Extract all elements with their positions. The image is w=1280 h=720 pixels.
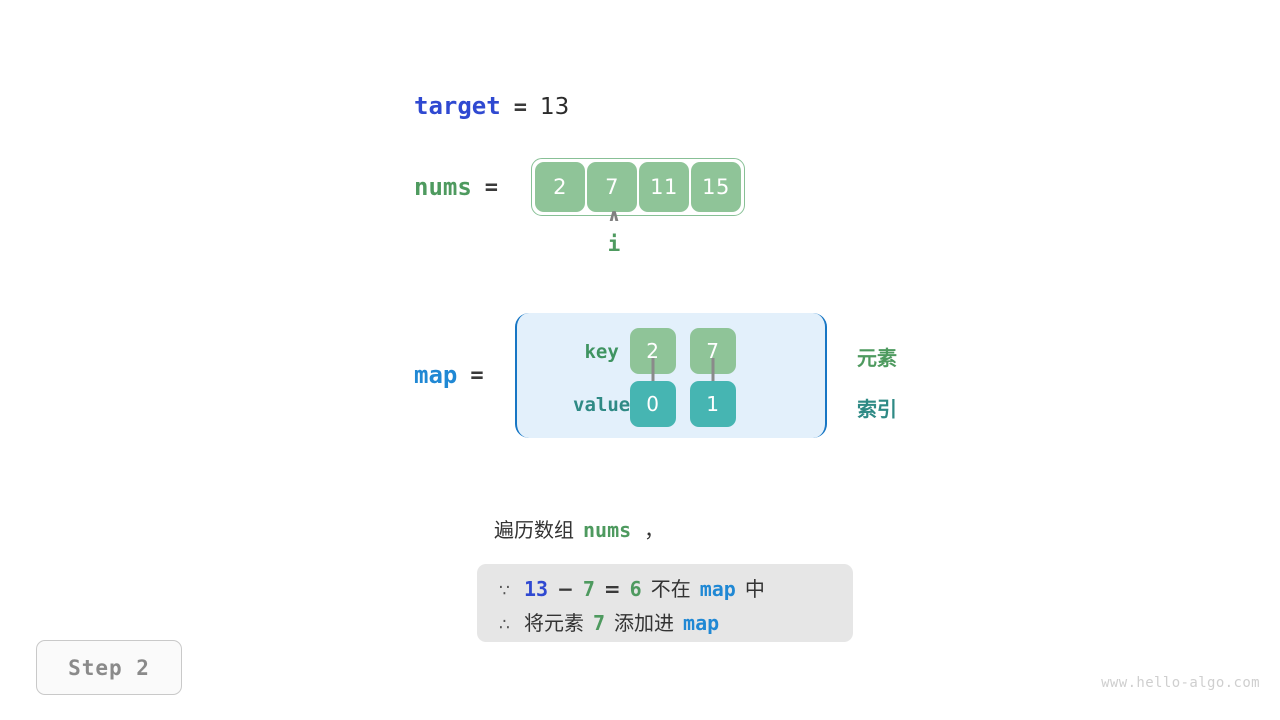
reasoning-line-therefore: ∴ 将元素 7 添加进 map [499, 607, 831, 641]
reasoning-line-because: ∵ 13 − 7 = 6 不在 map 中 [499, 573, 831, 607]
reason-equals-sign: = [603, 577, 621, 601]
array-cell: 2 [535, 162, 586, 212]
reason-text-add-into: 添加进 [614, 611, 675, 635]
map-container: key value 2 0 7 1 [514, 313, 827, 438]
map-value-cell: 0 [629, 381, 676, 427]
nums-equals-sign: = [484, 174, 499, 200]
map-row: map = key value 2 0 7 1 [414, 313, 827, 438]
because-symbol: ∵ [499, 581, 510, 601]
array-cell: 15 [691, 162, 742, 212]
watermark: www.hello-algo.com [1101, 675, 1260, 691]
target-equals-sign: = [513, 95, 527, 120]
step-badge: Step 2 [36, 640, 182, 695]
array-cell: 7 [587, 162, 638, 212]
reason-code-map: map [683, 611, 720, 635]
target-value: 13 [539, 94, 570, 120]
reason-minus-sign: − [557, 577, 574, 601]
pointer-caret-icon: ∧ [607, 206, 621, 226]
reason-code-map: map [699, 577, 736, 601]
side-label-index: 索引 [857, 397, 897, 421]
map-equals-sign: = [470, 363, 484, 388]
reason-element-value: 7 [593, 611, 606, 635]
reason-text-add-element: 将元素 [524, 611, 584, 635]
nums-array: 2 7 11 15 [531, 158, 746, 216]
side-label-element: 元素 [857, 346, 897, 370]
description-code-token: nums [583, 518, 632, 542]
therefore-symbol: ∴ [499, 615, 510, 635]
reason-text-not-in: 不在 [650, 577, 691, 601]
reason-text-in: 中 [744, 577, 765, 601]
nums-variable-label: nums [414, 173, 472, 201]
map-key-row-label: key [584, 341, 619, 363]
reason-operand-current: 7 [582, 577, 595, 601]
target-variable-label: target [414, 92, 501, 120]
index-pointer: ∧ i [596, 206, 632, 256]
description-line: 遍历数组 nums ， [494, 514, 664, 543]
map-variable-label: map [414, 361, 458, 389]
target-row: target = 13 [414, 92, 569, 120]
reason-operand-target: 13 [524, 577, 549, 601]
description-suffix: ， [644, 518, 665, 542]
reason-result: 6 [629, 577, 642, 601]
reasoning-box: ∵ 13 − 7 = 6 不在 map 中 ∴ 将元素 7 添加进 map [477, 564, 853, 642]
pointer-label: i [607, 232, 621, 256]
array-cell: 11 [639, 162, 690, 212]
map-value-row-label: value [573, 394, 631, 416]
nums-row: nums = 2 7 11 15 [414, 158, 746, 216]
description-prefix: 遍历数组 [494, 518, 574, 542]
map-value-cell: 1 [689, 381, 736, 427]
